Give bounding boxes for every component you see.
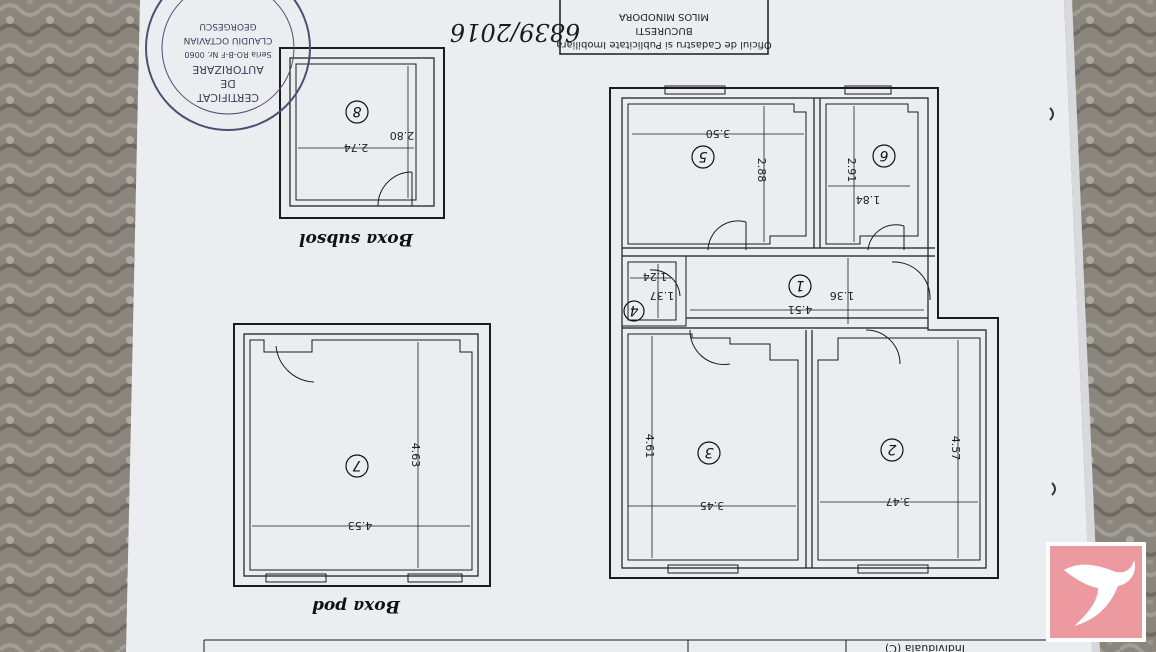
footer-table: Individuala (C) xyxy=(203,639,1092,652)
binder-hole-top xyxy=(1049,107,1054,121)
bird-logo-icon xyxy=(1046,542,1146,642)
dim-r1-height: 1.36 xyxy=(830,289,855,302)
dim-r4-height: 1.37 xyxy=(650,289,675,302)
title-basement: Boxa subsol xyxy=(298,229,414,249)
text-titles: Boxa subsol Boxa pod xyxy=(298,229,414,616)
dim-r1-width: 4.51 xyxy=(788,303,813,316)
room-number-8: 8 xyxy=(352,103,361,119)
dim-r5-width: 3.50 xyxy=(706,127,731,140)
stamp-line-2: DE xyxy=(220,77,235,90)
dim-r3-height: 4.61 xyxy=(643,434,656,459)
apartment-plan xyxy=(609,85,999,579)
dim-r3-width: 3.45 xyxy=(700,499,725,512)
title-attic: Boxa pod xyxy=(312,596,401,616)
stamp-line-1: CERTIFICAT xyxy=(197,91,259,104)
dim-r8-height: 2.80 xyxy=(390,129,415,142)
dim-r7-width: 4.53 xyxy=(348,519,373,532)
dim-r7-height: 4.63 xyxy=(409,443,422,468)
room-number-2: 2 xyxy=(887,441,896,457)
dim-r5-height: 2.88 xyxy=(755,158,768,183)
room-number-6: 6 xyxy=(879,147,888,163)
stamp-line-3: AUTORIZARE xyxy=(192,63,264,76)
footer-label: Individuala (C) xyxy=(885,642,965,652)
basement-storage-plan xyxy=(279,47,445,219)
room-number-1: 1 xyxy=(796,277,805,293)
handwritten-number: 6839/2016 xyxy=(450,18,580,46)
dim-r6-height: 2.91 xyxy=(845,158,858,183)
stamp-line-6: GEORGESCU xyxy=(199,21,256,31)
office-line-3: MILOS MINODORA xyxy=(619,11,709,22)
dim-r2-height: 4.57 xyxy=(949,436,962,461)
stamp-line-4: Seria RO-B-F Nr. 0060 xyxy=(184,50,271,59)
stamp-line-5: CLAUDIU OCTAVIAN xyxy=(184,35,273,45)
cadastre-office-box: Oficiul de Cadastru si Publicitate Imobi… xyxy=(556,0,772,55)
room-number-5: 5 xyxy=(698,148,707,164)
dim-r6-width: 1.84 xyxy=(856,193,881,206)
room-number-markers xyxy=(345,100,904,478)
room-number-7: 7 xyxy=(352,457,361,473)
binder-hole-bottom xyxy=(1051,482,1056,496)
dim-r4-width: 1.24 xyxy=(643,270,668,283)
text-dimensions: 3.50 2.88 1.84 2.91 4.51 1.36 1.24 1.37 … xyxy=(344,127,962,532)
dim-r2-width: 3.47 xyxy=(886,495,911,508)
attic-storage-plan xyxy=(233,323,491,587)
text-room-numbers: 1 2 3 4 5 6 7 8 xyxy=(352,103,896,473)
dim-r8-width: 2.74 xyxy=(344,141,369,154)
authorization-stamp: CERTIFICAT DE AUTORIZARE Seria RO-B-F Nr… xyxy=(145,0,311,131)
room-number-4: 4 xyxy=(630,302,639,318)
room-number-3: 3 xyxy=(705,444,714,460)
office-line-1: Oficiul de Cadastru si Publicitate Imobi… xyxy=(556,39,771,50)
office-line-2: BUCURESTI xyxy=(635,25,692,36)
